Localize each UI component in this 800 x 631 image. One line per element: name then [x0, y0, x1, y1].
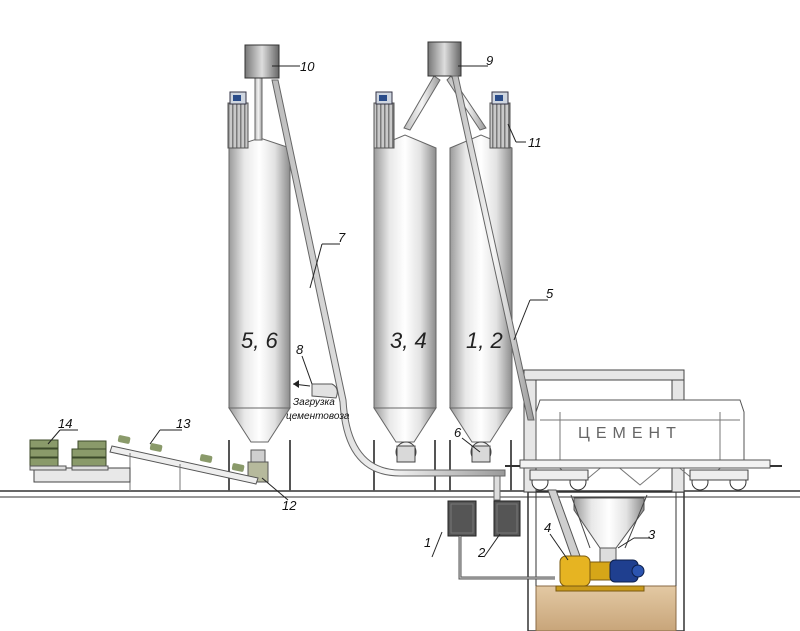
cyclone-icon: [244, 44, 280, 79]
pump-4: [555, 555, 645, 592]
callout-14: 14: [58, 416, 72, 431]
hopper-3: [570, 494, 648, 563]
annotation-line-2: цементовоза: [286, 411, 350, 422]
cyclone-9: [403, 41, 487, 131]
bag-stack-icon: [29, 439, 131, 483]
silo-3-4: [373, 91, 437, 491]
silo-label-1-2: 1, 2: [466, 328, 503, 353]
callout-8: 8: [296, 342, 304, 357]
callout-12: 12: [282, 498, 297, 513]
compressor-1: [447, 500, 477, 537]
filter-icon: [227, 102, 249, 149]
callout-lines: [47, 65, 650, 561]
callout-2: 2: [477, 545, 486, 560]
callout-6: 6: [454, 425, 462, 440]
callout-11: 11: [528, 135, 542, 150]
pipe-8: [292, 380, 338, 399]
silo-label-3-4: 3, 4: [390, 328, 427, 353]
compressor-2: [493, 500, 521, 537]
pipe-7: [271, 79, 506, 477]
silo-label-5-6: 5, 6: [241, 328, 278, 353]
callout-10: 10: [300, 59, 315, 74]
conveyor-icon: [109, 435, 259, 491]
ground: [0, 490, 800, 498]
pipe-to-boxes: [493, 475, 501, 501]
wagon-text: ЦЕМЕНТ: [578, 425, 682, 442]
callout-3: 3: [648, 527, 656, 542]
callout-4: 4: [544, 520, 551, 535]
callout-5: 5: [546, 286, 554, 301]
pump-icon: [559, 555, 591, 587]
unloading-pit: [527, 491, 685, 631]
silo-1-2: [449, 91, 513, 491]
pipe-5: [451, 75, 535, 421]
callout-1: 1: [424, 535, 431, 550]
silo-5-6: [227, 44, 291, 491]
callout-13: 13: [176, 416, 191, 431]
annotation-line-1: Загрузка: [293, 397, 335, 408]
callout-7: 7: [338, 230, 346, 245]
callout-9: 9: [486, 53, 493, 68]
wagon-icon: [505, 399, 782, 491]
